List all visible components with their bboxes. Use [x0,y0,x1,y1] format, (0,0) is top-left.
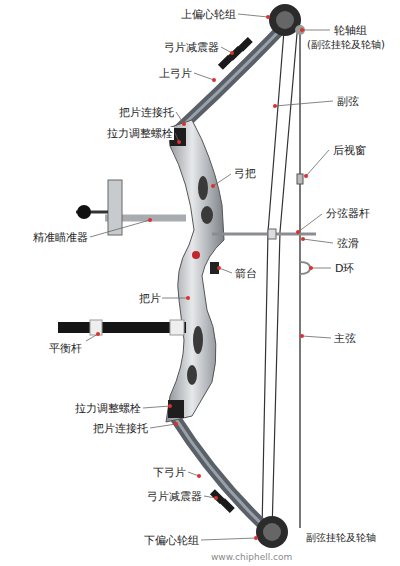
part-label: 弓片减震器 [163,41,220,54]
part-label: D环 [334,262,355,275]
main-string [299,30,301,528]
part-label: 平衡杆 [48,342,83,355]
part-label: 拉力调整螺栓 [74,402,142,415]
part-label: (副弦挂轮及轮轴) [306,38,386,51]
strings [262,18,300,532]
part-label: 下弓片 [152,466,187,479]
stabilizer-band [170,320,184,335]
cable [272,22,298,532]
axle [295,25,305,35]
watermark: www.chiphell.com [210,551,293,564]
button [192,251,200,259]
leader-lines [86,14,333,540]
part-label: 副弦 [336,95,360,108]
part-label: 后视窗 [332,144,367,157]
part-label: 轮轴组 [333,24,368,37]
lower-limb [174,416,266,528]
limb-highlight [174,416,266,528]
part-label: 弦滑 [336,237,360,250]
cable [262,18,285,530]
part-label: 把片连接托 [118,106,175,119]
part-label: 下偏心轮组 [143,534,200,547]
stabilizer-band [90,320,102,335]
cable-slide [268,229,276,239]
part-label: 精准瞄准器 [32,231,89,244]
stabilizer [58,322,186,333]
part-label: 上偏心轮组 [180,8,237,21]
riser [166,120,224,422]
d-loop [300,262,310,274]
sight-housing [108,180,122,235]
part-label: 拉力调整螺栓 [106,127,174,140]
part-label: 上弓片 [158,67,193,80]
part-label: 把片连接托 [92,422,149,435]
lower-cam [256,516,288,548]
riser-cutouts [187,176,213,385]
part-label: 把片 [138,292,162,305]
peep-sight [297,174,303,184]
part-label: 主弦 [333,332,357,345]
leader-dots [96,15,313,540]
part-label: 分弦器杆 [325,207,371,220]
splitter-rod [212,233,316,236]
limb-pocket [168,400,184,418]
part-label: 弓把 [233,167,257,180]
sight-knob [77,205,91,219]
cam-hub [263,523,281,541]
part-label: 副弦挂轮及轮轴 [305,531,377,544]
cam-hub [276,11,294,29]
part-label: 弓片减震器 [146,490,203,503]
part-label: 箭台 [234,267,258,280]
